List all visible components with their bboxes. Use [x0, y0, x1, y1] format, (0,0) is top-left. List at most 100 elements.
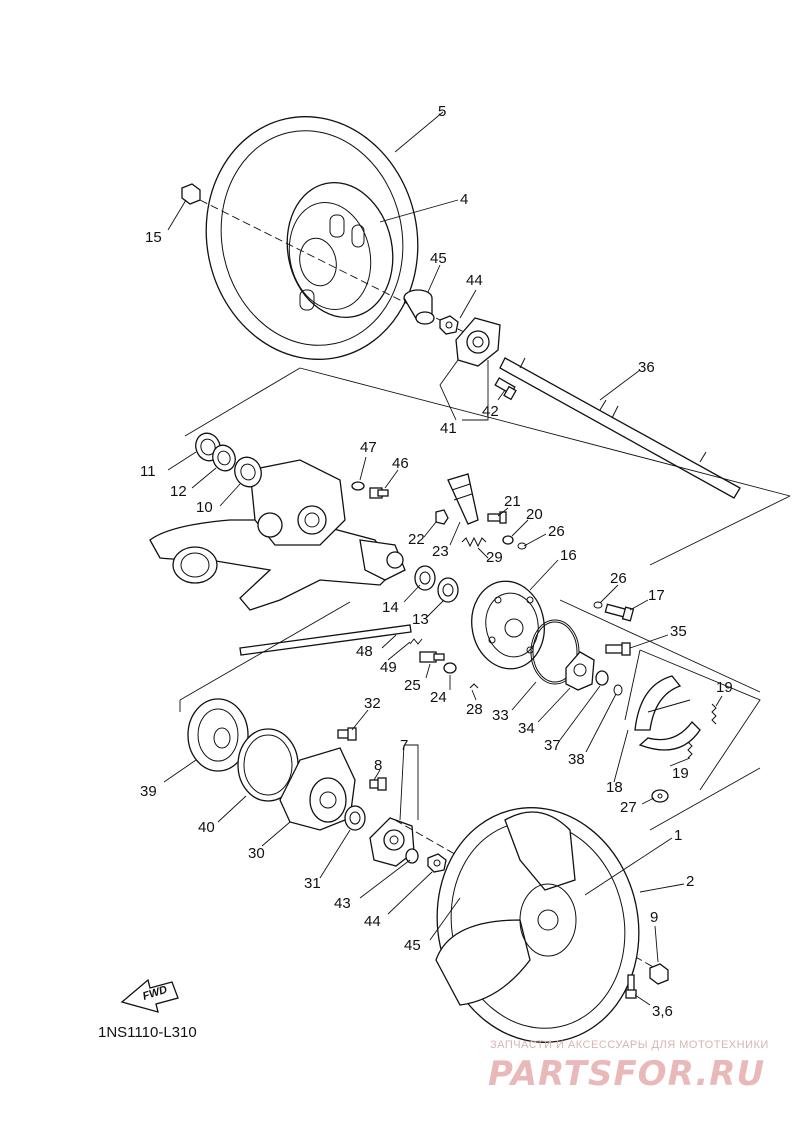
nut-part-9 — [649, 963, 669, 985]
o-ring-part-33 — [530, 619, 580, 685]
bolt-part-35 — [605, 642, 631, 656]
callout-41: 41 — [440, 420, 457, 437]
callout-18: 18 — [606, 779, 623, 796]
callout-15: 15 — [145, 229, 162, 246]
spacer-part-45-upper — [403, 289, 435, 325]
callout-17: 17 — [648, 587, 665, 604]
callout-10: 10 — [196, 499, 213, 516]
callout-12: 12 — [170, 483, 187, 500]
brake-lever-part-23 — [447, 473, 479, 525]
clip-part-38 — [613, 684, 623, 696]
upper-wheel-tire — [205, 116, 419, 360]
brake-drum-part-39 — [187, 698, 249, 772]
callout-13: 13 — [412, 611, 429, 628]
bolt-part-17 — [604, 603, 635, 622]
spring-part-29 — [461, 536, 487, 548]
hub-part-7 — [369, 817, 415, 867]
callout-16: 16 — [560, 547, 577, 564]
clip-part-26a — [517, 542, 527, 550]
bearing-part-14 — [414, 565, 436, 591]
callout-22: 22 — [408, 531, 425, 548]
callout-5: 5 — [438, 103, 446, 120]
watermark: ЗАПЧАСТИ И АКСЕССУАРЫ ДЛЯ МОТОТЕХНИКИ PA… — [488, 1039, 769, 1094]
callout-28: 28 — [466, 701, 483, 718]
clip-part-27 — [651, 789, 669, 803]
nut-part-44-lower — [427, 853, 447, 873]
washer-part-43 — [405, 848, 419, 864]
callout-27: 27 — [620, 799, 637, 816]
pin-part-48 — [239, 624, 412, 656]
callout-29: 29 — [486, 549, 503, 566]
callout-19b: 19 — [672, 765, 689, 782]
callout-19a: 19 — [716, 679, 733, 696]
callout-36: 36 — [638, 359, 655, 376]
washer-part-24 — [443, 662, 457, 674]
nut-part-22 — [435, 509, 449, 525]
callout-37: 37 — [544, 737, 561, 754]
washer-part-37 — [595, 670, 609, 686]
callout-44-upper: 44 — [466, 272, 483, 289]
callout-45-lower: 45 — [404, 937, 421, 954]
pin-part-20 — [502, 535, 514, 545]
seal-part-31 — [344, 805, 366, 831]
hub-part-41-upper — [455, 317, 501, 367]
washer-part-47 — [351, 481, 365, 491]
bearing-part-13 — [437, 577, 459, 603]
callout-26b: 26 — [610, 570, 627, 587]
fwd-arrow-icon: FWD — [120, 978, 179, 1013]
bolt-part-46 — [369, 487, 389, 499]
brake-panel-part-16 — [471, 580, 545, 670]
bearing-part-10 — [234, 456, 262, 488]
clip-part-26b — [593, 601, 603, 609]
valve-part-3-6 — [625, 974, 637, 999]
callout-49: 49 — [380, 659, 397, 676]
bolt-part-25 — [419, 651, 445, 663]
callout-45-upper: 45 — [430, 250, 447, 267]
callout-9: 9 — [650, 909, 658, 926]
spring-part-19b — [687, 741, 693, 759]
nut-part-44-upper — [439, 315, 459, 335]
callout-31: 31 — [304, 875, 321, 892]
callout-43: 43 — [334, 895, 351, 912]
cover-part-40 — [237, 728, 299, 802]
watermark-tagline: ЗАПЧАСТИ И АКСЕССУАРЫ ДЛЯ МОТОТЕХНИКИ — [490, 1039, 769, 1051]
bolt-part-21 — [487, 511, 507, 524]
callout-7: 7 — [400, 737, 408, 754]
brake-cover-part-30 — [279, 747, 356, 831]
callout-21: 21 — [504, 493, 521, 510]
diagram-code: 1NS1110-L310 — [98, 1024, 197, 1041]
callout-2: 2 — [686, 873, 694, 890]
callout-11: 11 — [140, 463, 156, 480]
watermark-logo: PARTSFOR.RU — [488, 1054, 765, 1094]
swingarm-housing — [149, 459, 406, 611]
callout-20: 20 — [526, 506, 543, 523]
nut-part-15 — [181, 183, 201, 205]
callout-34: 34 — [518, 720, 535, 737]
callout-labels: 5 4 15 45 44 36 41 42 47 46 11 12 10 21 … — [140, 103, 733, 1020]
pin-part-28 — [469, 683, 479, 689]
callout-26a: 26 — [548, 523, 565, 540]
callout-1: 1 — [674, 827, 682, 844]
callout-48: 48 — [356, 643, 373, 660]
callout-33: 33 — [492, 707, 509, 724]
callout-8: 8 — [374, 757, 382, 774]
callout-35: 35 — [670, 623, 687, 640]
washer-part-49 — [409, 638, 423, 645]
callout-39: 39 — [140, 783, 157, 800]
callout-40: 40 — [198, 819, 215, 836]
brake-shoe-part-18 — [624, 649, 761, 791]
seal-part-12 — [212, 444, 236, 472]
callout-30: 30 — [248, 845, 265, 862]
bolt-part-42 — [494, 377, 517, 401]
callout-32: 32 — [364, 695, 381, 712]
callout-44-lower: 44 — [364, 913, 381, 930]
bolt-part-8 — [369, 777, 387, 791]
plate-part-34 — [565, 651, 595, 691]
leader-lines — [163, 111, 723, 1006]
spring-part-19a — [711, 703, 717, 725]
callout-25: 25 — [404, 677, 421, 694]
callout-24: 24 — [430, 689, 447, 706]
callout-42: 42 — [482, 403, 499, 420]
callout-14: 14 — [382, 599, 399, 616]
